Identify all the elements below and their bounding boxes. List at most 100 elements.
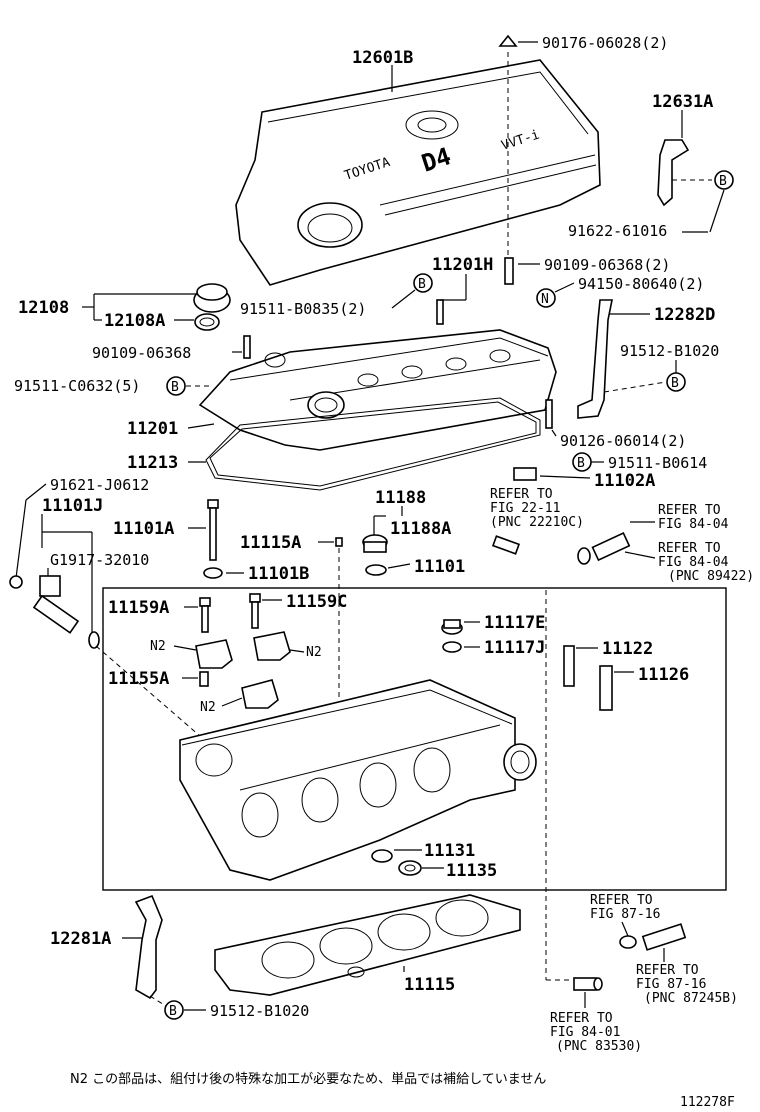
refer-1-part <box>491 535 521 555</box>
label-11117J: 11117J <box>484 638 545 658</box>
seal-11135 <box>398 860 422 876</box>
stud-90109 <box>504 257 514 285</box>
label-90109a: 90109-06368(2) <box>544 256 670 274</box>
bracket-12281A <box>134 894 163 1000</box>
bolt-11159A-head <box>199 597 211 607</box>
label-91621: 91621-J0612 <box>50 476 149 494</box>
refer-1-line1: REFER TO <box>490 487 553 502</box>
label-11201H: 11201H <box>432 255 493 275</box>
washer-11101B <box>203 567 223 579</box>
refer-6-line2: FIG 84-01 <box>550 1025 620 1040</box>
clamp-87-16 <box>619 935 637 949</box>
label-90176: 90176-06028(2) <box>542 34 668 52</box>
stud-90126 <box>545 399 553 429</box>
marker-b-3 <box>666 372 686 392</box>
oring-11101 <box>365 564 387 576</box>
label-11131: 11131 <box>424 841 475 861</box>
engine-cover: TOYOTA D4 VVT-i <box>235 59 601 286</box>
label-12108: 12108 <box>18 298 69 318</box>
gasket-11117J <box>442 641 462 653</box>
label-12281A: 12281A <box>50 929 111 949</box>
footer-note: N2 この部品は、組付け後の特殊な加工が必要なため、単品では補給していません <box>70 1071 546 1087</box>
stud-90109b <box>243 335 251 359</box>
bolt-11101A-head <box>207 499 219 509</box>
label-11188: 11188 <box>375 488 426 508</box>
refer-3-line2: FIG 84-04 <box>658 555 729 570</box>
cylinder-head-box <box>102 587 727 891</box>
label-91622: 91622-61016 <box>568 222 667 240</box>
marker-b-2 <box>413 273 433 293</box>
label-91512a: 91512-B1020 <box>620 342 719 360</box>
refer-1-line3: (PNC 22210C) <box>490 515 584 530</box>
hose-87-16 <box>641 923 687 951</box>
label-11126: 11126 <box>638 665 689 685</box>
marker-n-text: N <box>541 292 549 307</box>
plug-11131 <box>371 849 393 863</box>
marker-n <box>536 288 556 308</box>
label-n2-3: N2 <box>200 700 216 715</box>
label-11102A: 11102A <box>594 471 655 491</box>
marker-b-4-text: B <box>171 380 179 395</box>
label-91511b: 91511-B0835(2) <box>240 300 366 318</box>
label-n2-2: N2 <box>306 645 322 660</box>
refer-6-line3: (PNC 83530) <box>556 1039 642 1054</box>
marker-b-5-text: B <box>577 456 585 471</box>
label-90109b: 90109-06368 <box>92 344 191 362</box>
marker-b-6-text: B <box>169 1004 177 1019</box>
bracket-12282D <box>577 299 613 419</box>
sensor-84-04 <box>577 531 631 565</box>
marker-b-3-text: B <box>671 376 679 391</box>
marker-b-2-text: B <box>418 277 426 292</box>
head-cover <box>198 329 557 451</box>
refer-3-line3: (PNC 89422) <box>668 569 754 584</box>
bolt-11159A-shank <box>201 605 209 633</box>
label-11159A: 11159A <box>108 598 169 618</box>
marker-b-4 <box>166 376 186 396</box>
label-11101: 11101 <box>414 557 465 577</box>
pin-11115A <box>335 537 343 547</box>
bolt-11159C-head <box>249 593 261 603</box>
plug-11117E-top <box>443 619 461 629</box>
head-gasket <box>214 894 521 996</box>
label-12631A: 12631A <box>652 92 713 112</box>
refer-2-line2: FIG 84-04 <box>658 517 729 532</box>
label-G1917: G1917-32010 <box>50 551 149 569</box>
oil-filler-cap <box>193 283 231 331</box>
refer-5-line2: FIG 87-16 <box>636 977 706 992</box>
label-11115: 11115 <box>404 975 455 995</box>
refer-5-line1: REFER TO <box>636 963 699 978</box>
label-11101A: 11101A <box>113 519 174 539</box>
refer-5-line3: (PNC 87245B) <box>644 991 738 1006</box>
sensor-84-01 <box>573 977 603 991</box>
label-91512b: 91512-B1020 <box>210 1002 309 1020</box>
refer-2-line1: REFER TO <box>658 503 721 518</box>
label-12282D: 12282D <box>654 305 715 325</box>
plug-11102A <box>513 467 537 481</box>
cylinder-head <box>179 679 537 881</box>
guide-11122 <box>563 645 575 687</box>
bolt-11159C-shank <box>251 601 259 629</box>
bolt-11101A-shank <box>209 507 217 561</box>
bracket-12631A <box>657 139 690 207</box>
refer-4-line2: FIG 87-16 <box>590 907 660 922</box>
label-12601B: 12601B <box>352 48 413 68</box>
refer-4-line1: REFER TO <box>590 893 653 908</box>
label-11101B: 11101B <box>248 564 309 584</box>
label-11135: 11135 <box>446 861 497 881</box>
pin-11155A <box>199 671 209 687</box>
marker-b-1-text: B <box>719 174 727 189</box>
cap-nut <box>498 34 518 47</box>
refer-1-line2: FIG 22-11 <box>490 501 560 516</box>
marker-b-1 <box>714 170 734 190</box>
label-94150: 94150-80640(2) <box>578 275 704 293</box>
label-11155A: 11155A <box>108 669 169 689</box>
plug-11188A-body <box>363 541 387 553</box>
bolt-11201H <box>436 299 444 325</box>
label-11117E: 11117E <box>484 613 545 633</box>
label-n2-1: N2 <box>150 639 166 654</box>
label-11213: 11213 <box>127 453 178 473</box>
label-91511c: 91511-C0632(5) <box>14 377 140 395</box>
diagram-code: 112278F <box>680 1095 735 1110</box>
refer-3-line1: REFER TO <box>658 541 721 556</box>
